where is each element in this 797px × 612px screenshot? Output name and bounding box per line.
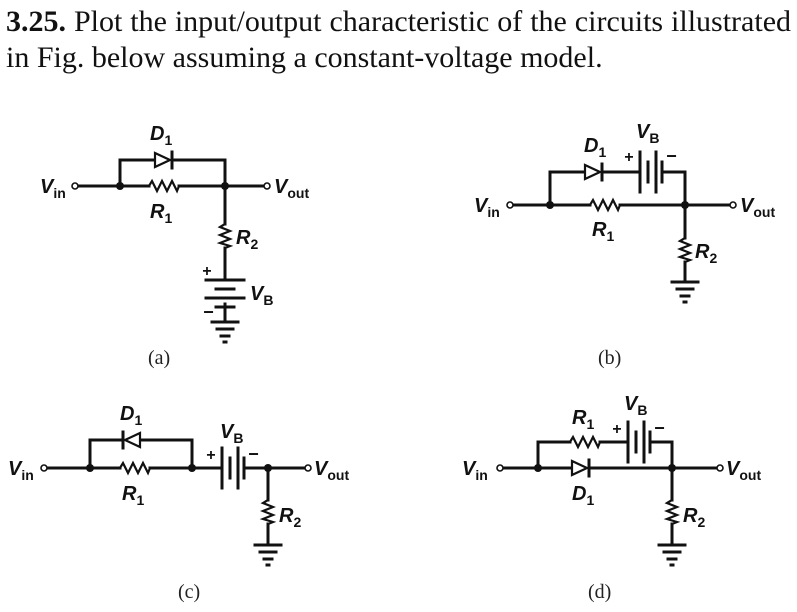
resistor-r2: [663, 499, 681, 526]
vout-terminal: [263, 182, 271, 190]
plus-sign: +: [202, 263, 211, 280]
vout-label: Vout: [274, 176, 309, 201]
node-a-right: [221, 182, 229, 190]
resistor-r2: [676, 237, 694, 264]
vin-terminal: [506, 201, 514, 209]
plus-sign: +: [612, 421, 621, 438]
resistor-r2: [216, 223, 234, 250]
ground-icon: [657, 543, 687, 567]
minus-sign: −: [654, 418, 665, 438]
vout-label: Vout: [740, 195, 775, 220]
node-c-left: [86, 464, 94, 472]
circuit-c-wires: [45, 438, 307, 547]
vin-label: Vin: [8, 458, 34, 483]
node-c-mid: [188, 464, 196, 472]
circuit-a: [71, 150, 271, 344]
node-d-left: [534, 464, 542, 472]
vb-label: VB: [636, 121, 659, 146]
r2-label: R2: [236, 227, 258, 252]
node-b-left: [546, 201, 554, 209]
d1-label: D1: [150, 123, 172, 148]
node-a-left: [116, 182, 124, 190]
ground-icon: [253, 543, 283, 567]
diode-d1: [153, 150, 174, 170]
node-c-right: [264, 464, 272, 472]
ground-icon: [670, 280, 700, 304]
resistor-r2: [259, 499, 277, 526]
resistor-r1: [569, 434, 602, 450]
r2-label: R2: [279, 505, 301, 530]
caption-b: (b): [598, 347, 621, 369]
r1-label: R1: [572, 407, 594, 432]
caption-d: (d): [588, 581, 611, 603]
vin-label: Vin: [474, 195, 500, 220]
circuit-d-wires: [501, 440, 719, 547]
resistor-r1: [148, 178, 181, 194]
vout-label: Vout: [726, 458, 761, 483]
battery-vb: [638, 150, 664, 194]
circuit-b: [506, 150, 737, 304]
d1-label: D1: [572, 483, 594, 508]
minus-sign: −: [666, 146, 677, 166]
battery-vb: [220, 446, 246, 490]
vout-label: Vout: [314, 458, 349, 483]
vout-terminal: [304, 464, 312, 472]
vin-terminal: [71, 182, 79, 190]
r1-label: R1: [122, 483, 144, 508]
resistor-r1: [119, 460, 152, 476]
diode-d1: [570, 458, 591, 478]
problem-number: 3.25.: [6, 5, 66, 38]
node-b-right: [681, 201, 689, 209]
d1-label: D1: [584, 135, 606, 160]
problem-text: Plot the input/output characteristic of …: [6, 5, 792, 74]
vb-label: VB: [250, 283, 273, 308]
vb-label: VB: [220, 421, 243, 446]
d1-label: D1: [120, 403, 142, 428]
r1-label: R1: [592, 219, 614, 244]
battery-vb: [626, 420, 652, 464]
minus-sign: −: [248, 444, 259, 464]
node-d-right: [668, 464, 676, 472]
vout-terminal: [716, 464, 724, 472]
vb-label: VB: [624, 393, 647, 418]
plus-sign: +: [206, 447, 215, 464]
circuit-b-wires: [511, 170, 732, 284]
r1-label: R1: [150, 201, 172, 226]
vout-terminal: [729, 201, 737, 209]
caption-a: (a): [148, 347, 170, 369]
vin-label: Vin: [40, 176, 66, 201]
circuit-d: [496, 420, 724, 567]
battery-vb: [204, 278, 246, 309]
r2-label: R2: [683, 505, 705, 530]
circuit-a-wires: [76, 158, 266, 324]
resistor-r1: [589, 197, 622, 213]
problem-statement: 3.25. Plot the input/output characterist…: [6, 4, 791, 76]
vin-label: Vin: [462, 458, 488, 483]
r2-label: R2: [695, 241, 717, 266]
caption-c: (c): [178, 581, 200, 603]
minus-sign: −: [203, 302, 214, 322]
vin-terminal: [496, 464, 504, 472]
vin-terminal: [40, 464, 48, 472]
circuit-c: [40, 430, 312, 567]
diode-d1: [121, 430, 142, 450]
diode-d1: [583, 162, 604, 182]
plus-sign: +: [624, 149, 633, 166]
ground-icon: [210, 320, 240, 344]
